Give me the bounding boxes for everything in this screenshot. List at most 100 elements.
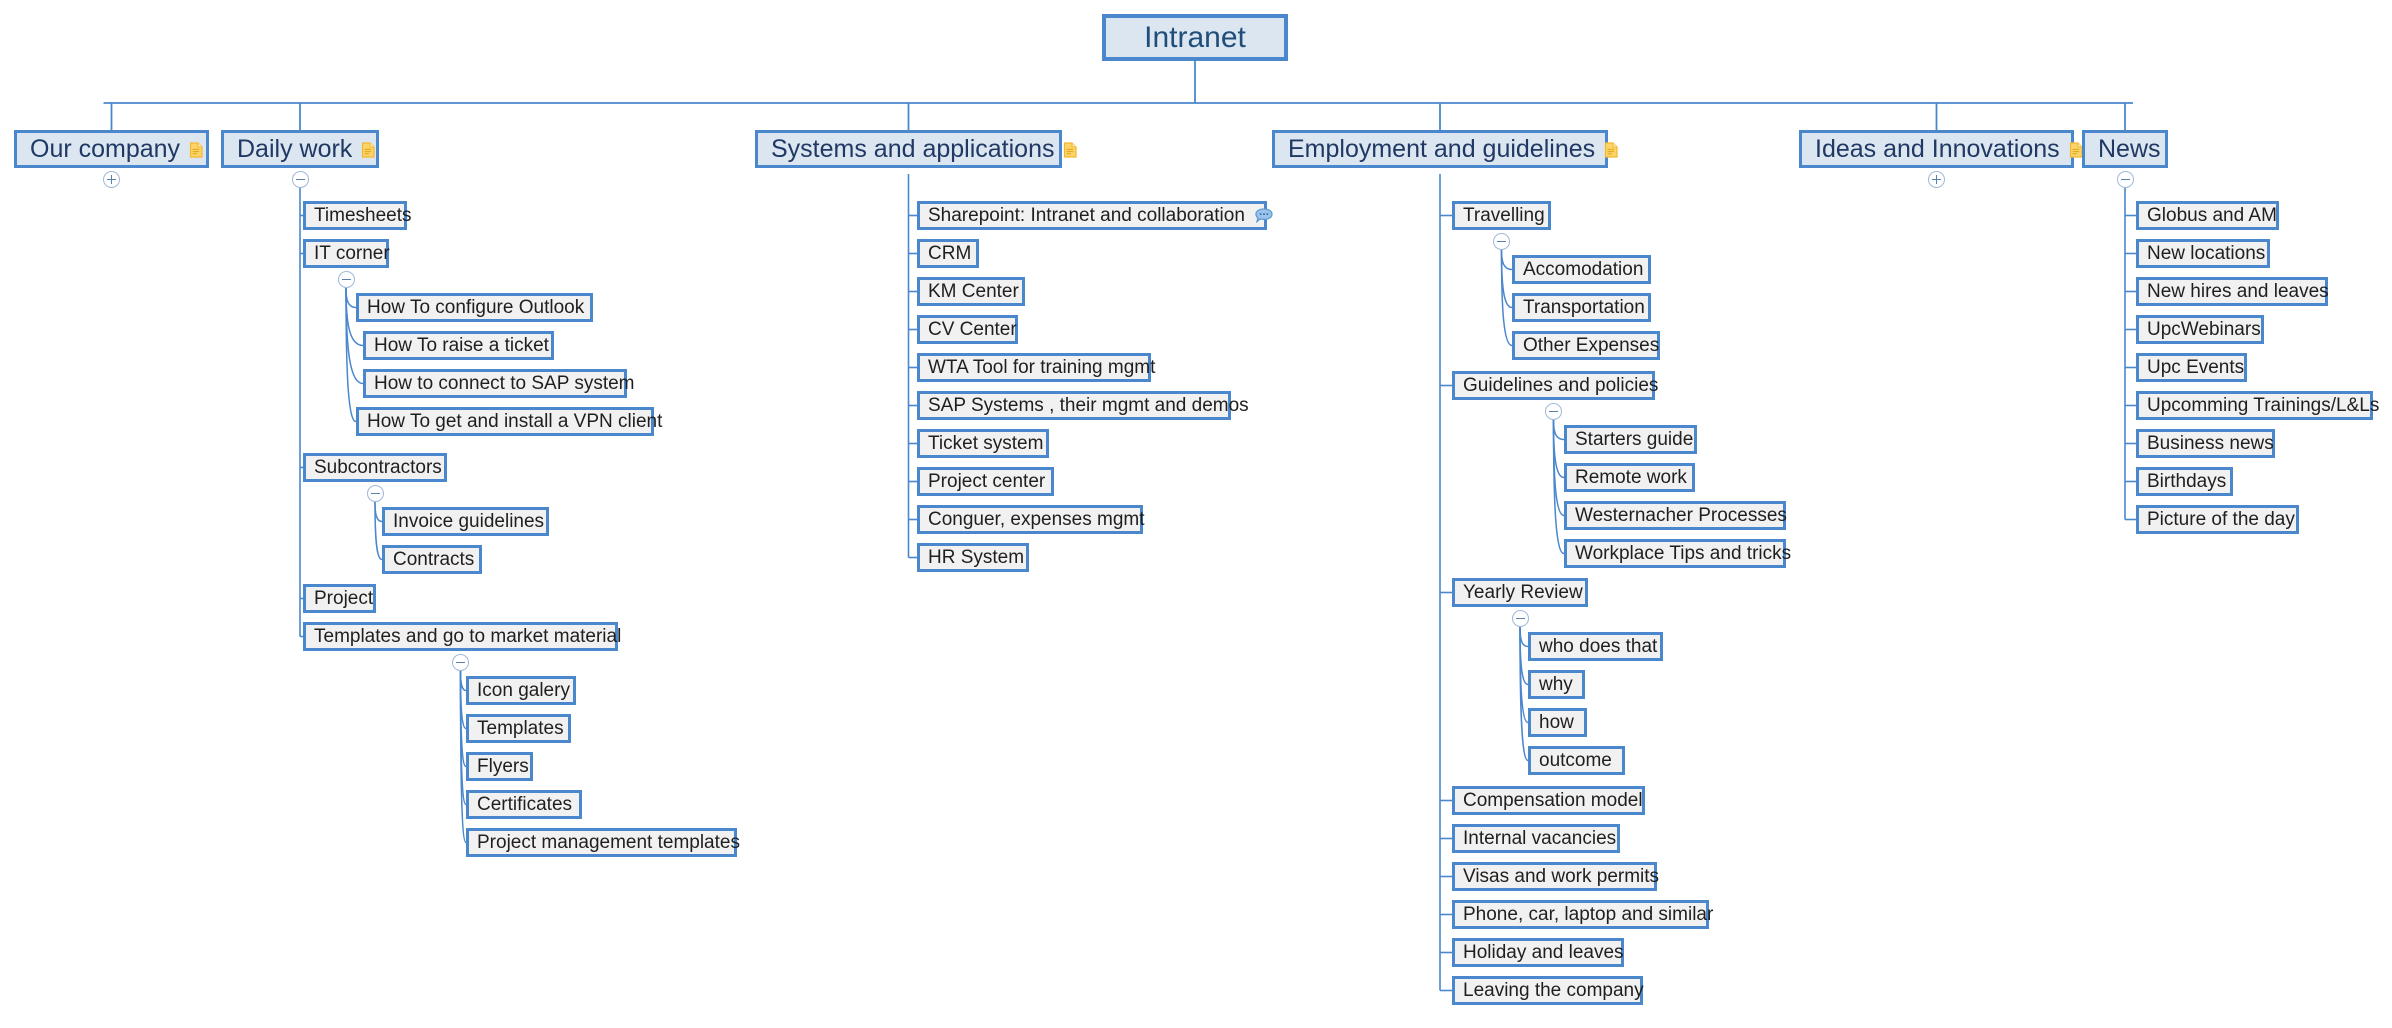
topic-node-hr-system[interactable]: HR System bbox=[917, 543, 1029, 572]
node-label: SAP Systems , their mgmt and demos bbox=[928, 395, 1249, 416]
topic-node-how-to-get-and-install-a-vpn-client[interactable]: How To get and install a VPN client bbox=[356, 407, 662, 436]
topic-node-yearly-review[interactable]: Yearly Review bbox=[1452, 578, 1588, 607]
node-label: Upc Events bbox=[2147, 357, 2245, 378]
comment-icon bbox=[1255, 208, 1273, 227]
connector-line bbox=[1552, 419, 1565, 555]
topic-node-birthdays[interactable]: Birthdays bbox=[2136, 467, 2233, 496]
topic-node-cv-center[interactable]: CV Center bbox=[917, 315, 1018, 344]
topic-node-sharepoint-intranet-and-collaboration[interactable]: Sharepoint: Intranet and collaboration bbox=[917, 201, 1273, 230]
topic-node-upcwebinars[interactable]: UpcWebinars bbox=[2136, 315, 2264, 344]
topic-node-new-hires-and-leaves[interactable]: New hires and leaves bbox=[2136, 277, 2329, 306]
topic-node-contracts[interactable]: Contracts bbox=[382, 545, 482, 574]
topic-node-transportation[interactable]: Transportation bbox=[1512, 293, 1651, 322]
node-label: New locations bbox=[2147, 243, 2266, 264]
topic-node-timesheets[interactable]: Timesheets bbox=[303, 201, 412, 230]
topic-node-how-to-raise-a-ticket[interactable]: How To raise a ticket bbox=[363, 331, 554, 360]
connector-line bbox=[374, 501, 383, 561]
topic-node-how[interactable]: how bbox=[1528, 708, 1587, 737]
topic-node-conguer-expenses-mgmt[interactable]: Conguer, expenses mgmt bbox=[917, 505, 1145, 534]
topic-node-how-to-configure-outlook[interactable]: How To configure Outlook bbox=[356, 293, 593, 322]
topic-node-upcomming-trainings-lls[interactable]: Upcomming Trainings/L&Ls bbox=[2136, 391, 2379, 420]
topic-node-invoice-guidelines[interactable]: Invoice guidelines bbox=[382, 507, 549, 536]
topic-node-wta-tool-for-training-mgmt[interactable]: WTA Tool for training mgmt bbox=[917, 353, 1155, 382]
collapse-toggle-minus-circle-icon[interactable] bbox=[452, 654, 469, 671]
topic-node-compensation-model[interactable]: Compensation model bbox=[1452, 786, 1645, 815]
expand-toggle-plus-circle-icon[interactable] bbox=[1928, 171, 1945, 188]
node-label: New hires and leaves bbox=[2147, 281, 2329, 302]
branch-node-ideas-and-innovations[interactable]: Ideas and Innovations bbox=[1799, 130, 2083, 168]
root-node-root[interactable]: Intranet bbox=[1102, 14, 1288, 61]
connector-line bbox=[374, 501, 383, 523]
topic-node-workplace-tips-and-tricks[interactable]: Workplace Tips and tricks bbox=[1564, 539, 1791, 568]
topic-node-km-center[interactable]: KM Center bbox=[917, 277, 1025, 306]
topic-node-icon-galery[interactable]: Icon galery bbox=[466, 676, 576, 705]
topic-node-who-does-that[interactable]: who does that bbox=[1528, 632, 1663, 661]
topic-node-crm[interactable]: CRM bbox=[917, 239, 979, 268]
node-label: Guidelines and policies bbox=[1463, 375, 1659, 396]
topic-node-templates[interactable]: Templates bbox=[466, 714, 571, 743]
node-label: Globus and AM bbox=[2147, 205, 2277, 226]
topic-node-subcontractors[interactable]: Subcontractors bbox=[303, 453, 447, 482]
topic-node-globus-and-am[interactable]: Globus and AM bbox=[2136, 201, 2279, 230]
node-label: Templates bbox=[477, 718, 564, 739]
topic-node-why[interactable]: why bbox=[1528, 670, 1585, 699]
collapse-toggle-minus-circle-icon[interactable] bbox=[1493, 233, 1510, 250]
topic-node-it-corner[interactable]: IT corner bbox=[303, 239, 390, 268]
topic-node-upc-events[interactable]: Upc Events bbox=[2136, 353, 2247, 382]
collapse-toggle-minus-circle-icon[interactable] bbox=[1511, 610, 1529, 627]
topic-node-project[interactable]: Project bbox=[303, 584, 376, 613]
topic-node-accomodation[interactable]: Accomodation bbox=[1512, 255, 1651, 284]
collapse-toggle-minus-circle-icon[interactable] bbox=[291, 171, 309, 188]
branch-node-our-company[interactable]: Our company bbox=[14, 130, 209, 168]
expand-toggle-plus-circle-icon[interactable] bbox=[103, 171, 120, 188]
topic-node-holiday-and-leaves[interactable]: Holiday and leaves bbox=[1452, 938, 1624, 967]
topic-node-picture-of-the-day[interactable]: Picture of the day bbox=[2136, 505, 2299, 534]
node-label: who does that bbox=[1539, 636, 1658, 657]
branch-node-daily-work[interactable]: Daily work bbox=[221, 130, 379, 168]
node-label: How To raise a ticket bbox=[374, 335, 549, 356]
topic-node-phone-car-laptop-and-similar[interactable]: Phone, car, laptop and similar bbox=[1452, 900, 1713, 929]
node-label: Project center bbox=[928, 471, 1046, 492]
topic-node-certificates[interactable]: Certificates bbox=[466, 790, 582, 819]
node-label: Starters guide bbox=[1575, 429, 1694, 450]
branch-node-news[interactable]: News bbox=[2082, 130, 2168, 168]
collapse-toggle-minus-circle-icon[interactable] bbox=[337, 271, 355, 288]
topic-node-guidelines-and-policies[interactable]: Guidelines and policies bbox=[1452, 371, 1659, 400]
node-label: UpcWebinars bbox=[2147, 319, 2261, 340]
connector-line bbox=[1519, 626, 1529, 686]
topic-node-other-expenses[interactable]: Other Expenses bbox=[1512, 331, 1660, 360]
topic-node-templates-and-go-to-market-material[interactable]: Templates and go to market material bbox=[303, 622, 621, 651]
node-label: How to connect to SAP system bbox=[374, 373, 635, 394]
topic-node-ticket-system[interactable]: Ticket system bbox=[917, 429, 1049, 458]
node-label: why bbox=[1539, 674, 1573, 695]
topic-node-visas-and-work-permits[interactable]: Visas and work permits bbox=[1452, 862, 1659, 891]
collapse-toggle-minus-circle-icon[interactable] bbox=[1545, 403, 1562, 420]
topic-node-new-locations[interactable]: New locations bbox=[2136, 239, 2270, 268]
collapse-toggle-minus-circle-icon[interactable] bbox=[2116, 171, 2134, 188]
collapse-toggle-minus-circle-icon[interactable] bbox=[366, 485, 384, 502]
branch-node-systems-and-applications[interactable]: Systems and applications bbox=[755, 130, 1078, 168]
node-label: Systems and applications bbox=[771, 134, 1055, 163]
topic-node-project-management-templates[interactable]: Project management templates bbox=[466, 828, 740, 857]
topic-node-business-news[interactable]: Business news bbox=[2136, 429, 2275, 458]
topic-node-remote-work[interactable]: Remote work bbox=[1564, 463, 1695, 492]
topic-node-sap-systems-their-mgmt-and-demos[interactable]: SAP Systems , their mgmt and demos bbox=[917, 391, 1249, 420]
branch-node-employment-and-guidelines[interactable]: Employment and guidelines bbox=[1272, 130, 1618, 168]
node-label: Invoice guidelines bbox=[393, 511, 545, 532]
topic-node-internal-vacancies[interactable]: Internal vacancies bbox=[1452, 824, 1620, 853]
topic-node-westernacher-processes[interactable]: Westernacher Processes bbox=[1564, 501, 1787, 530]
node-label: CRM bbox=[928, 243, 972, 264]
topic-node-leaving-the-company[interactable]: Leaving the company bbox=[1452, 976, 1644, 1005]
topic-node-flyers[interactable]: Flyers bbox=[466, 752, 533, 781]
topic-node-travelling[interactable]: Travelling bbox=[1452, 201, 1551, 230]
topic-node-how-to-connect-to-sap-system[interactable]: How to connect to SAP system bbox=[363, 369, 635, 398]
topic-node-starters-guide[interactable]: Starters guide bbox=[1564, 425, 1697, 454]
node-label: Phone, car, laptop and similar bbox=[1463, 904, 1714, 925]
topic-node-outcome[interactable]: outcome bbox=[1528, 746, 1625, 775]
node-label: Other Expenses bbox=[1523, 335, 1660, 356]
node-label: Accomodation bbox=[1523, 259, 1644, 280]
topic-node-project-center[interactable]: Project center bbox=[917, 467, 1054, 496]
node-label: Birthdays bbox=[2147, 471, 2227, 492]
connector-line bbox=[1519, 626, 1529, 724]
